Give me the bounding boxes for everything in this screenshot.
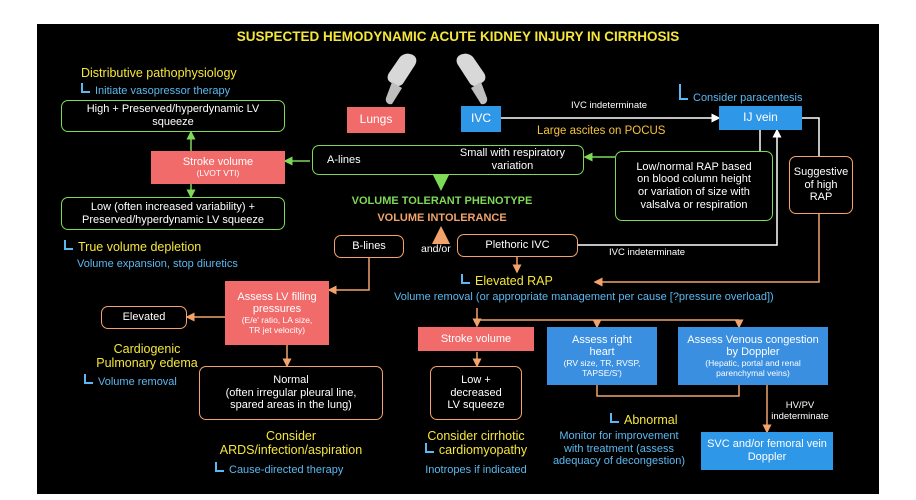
- ivc-indeterminate-top: IVC indeterminate: [571, 100, 648, 111]
- line-suggestive-to-rap: [593, 214, 820, 287]
- volume-removal-cause-label: Volume removal (or appropriate managemen…: [394, 291, 774, 303]
- ultrasound-probe-icon: [385, 53, 417, 105]
- large-ascites-label: Large ascites on POCUS: [537, 125, 666, 137]
- line-ij-to-suggestive: [802, 117, 820, 156]
- return-arrow-icon: [610, 413, 619, 423]
- a-lines-label: A-lines: [327, 153, 361, 166]
- line-to-abnormal: [596, 384, 740, 397]
- volume-removal-label: Volume removal: [84, 374, 177, 389]
- return-arrow-icon: [81, 83, 90, 93]
- consider-paracentesis-label: Consider paracentesis: [679, 84, 802, 105]
- volume-intolerance-label: VOLUME INTOLERANCE: [377, 212, 507, 224]
- diagram-title: SUSPECTED HEMODYNAMIC ACUTE KIDNEY INJUR…: [236, 29, 680, 44]
- abnormal-label: Abnormal: [610, 413, 678, 427]
- normal-box: Normal(often irregular pleural line,spar…: [199, 366, 383, 420]
- true-depletion-label: True volume depletion: [64, 240, 201, 254]
- b-lines-box: B-lines: [334, 235, 404, 258]
- plethoric-ivc-box: Plethoric IVC: [457, 234, 578, 257]
- flowchart-canvas: SUSPECTED HEMODYNAMIC ACUTE KIDNEY INJUR…: [37, 24, 879, 494]
- line-rap-branches: [476, 308, 739, 321]
- ivc-indeterminate-bottom: IVC indeterminate: [609, 247, 686, 258]
- line-plethoric-to-ij: [578, 128, 782, 246]
- lungs-box: Lungs: [347, 107, 405, 133]
- elevated-box: Elevated: [101, 306, 187, 329]
- return-arrow-icon: [461, 274, 470, 284]
- vasopressor-label: Initiate vasopressor therapy: [81, 83, 230, 98]
- cause-directed-label: Cause-directed therapy: [215, 462, 343, 477]
- ij-vein-box: IJ vein: [719, 106, 802, 130]
- and-or-label: and/or: [421, 243, 451, 255]
- volume-tolerant-label: VOLUME TOLERANT PHENOTYPE: [351, 195, 533, 207]
- ultrasound-probe-icon: [456, 53, 488, 105]
- return-arrow-icon: [424, 443, 434, 454]
- return-arrow-icon: [679, 84, 688, 100]
- connector-layer: [185, 113, 820, 434]
- return-arrow-icon: [84, 374, 93, 384]
- line-blines-to-lv: [327, 258, 370, 295]
- low-increased-box: Low (often increased variability) +Prese…: [61, 197, 285, 230]
- stroke-volume-box: Stroke volume(LVOT VTI): [151, 151, 285, 184]
- elevated-rap-label: Elevated RAP: [461, 274, 553, 288]
- ivc-box: IVC: [461, 106, 501, 132]
- volume-expansion-label: Volume expansion, stop diuretics: [77, 258, 238, 270]
- stroke-volume-bottom-box: Stroke volume: [418, 327, 534, 351]
- return-arrow-icon: [215, 462, 224, 472]
- distributive-label: Distributive pathophysiology: [81, 66, 237, 80]
- return-arrow-icon: [64, 240, 73, 250]
- inotropes-label: Inotropes if indicated: [425, 464, 527, 476]
